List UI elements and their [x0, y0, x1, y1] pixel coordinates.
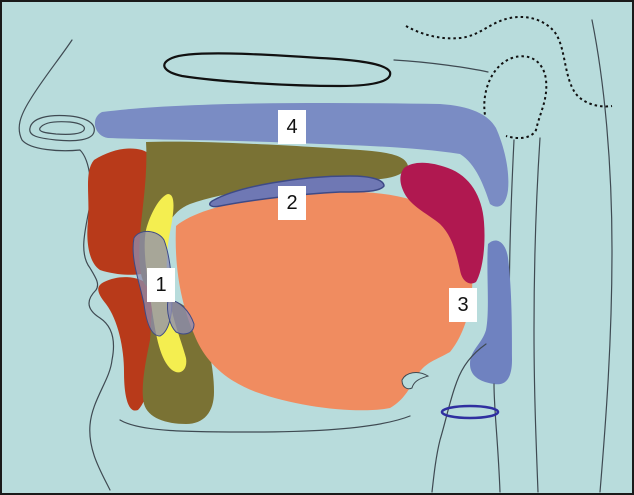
label-2-text: 2: [286, 192, 297, 214]
label-2-group: 2: [278, 186, 306, 220]
label-4-group: 4: [278, 110, 306, 144]
label-3-text: 3: [457, 294, 468, 316]
label-1-group: 1: [147, 268, 175, 302]
label-3-group: 3: [449, 288, 477, 322]
label-1-text: 1: [155, 274, 166, 296]
label-4-text: 4: [286, 116, 297, 138]
